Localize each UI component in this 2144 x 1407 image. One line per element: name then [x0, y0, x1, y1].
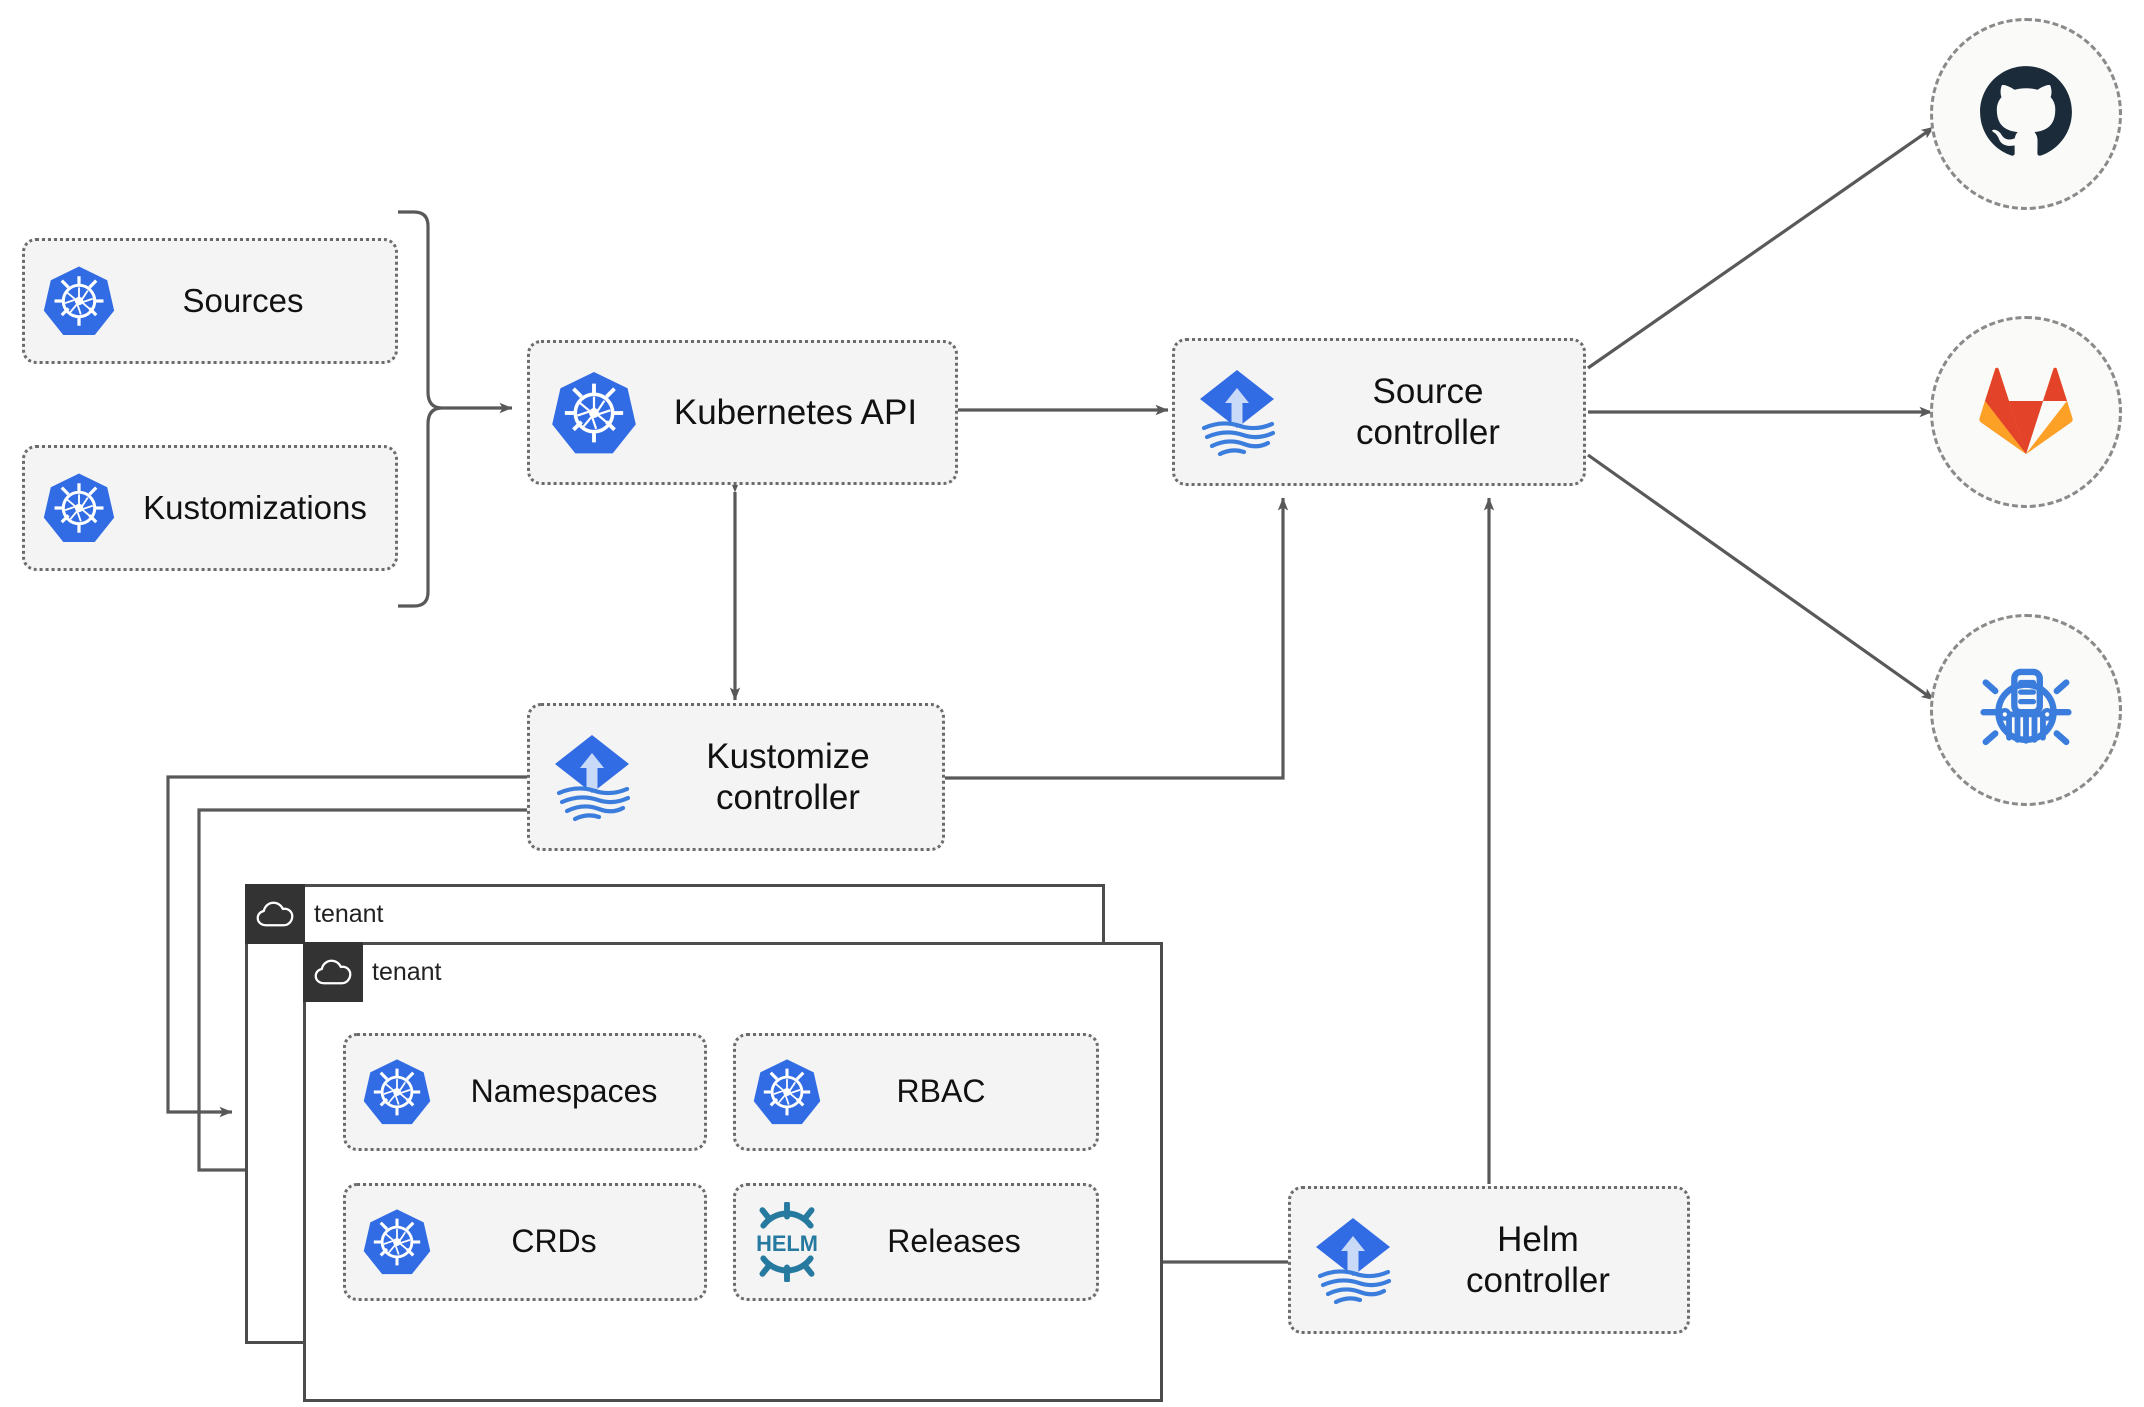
- tenant-label: tenant: [314, 899, 384, 928]
- cloud-icon: [303, 942, 363, 1002]
- node-label: Source controller: [1356, 371, 1500, 452]
- provider-github[interactable]: [1930, 18, 2122, 210]
- flux-bucket-icon: [1973, 655, 2079, 766]
- github-icon: [1976, 62, 2076, 167]
- edge-source-github: [1587, 125, 1935, 370]
- node-helm-controller[interactable]: Helm controller: [1288, 1186, 1690, 1334]
- edge-kustomize-source: [945, 497, 1289, 780]
- kubernetes-icon: [25, 264, 133, 338]
- helm-icon: HELM: [736, 1202, 838, 1282]
- flux-icon: [530, 731, 654, 823]
- provider-bucket[interactable]: [1930, 614, 2122, 806]
- node-releases[interactable]: HELM Releases: [733, 1183, 1099, 1301]
- gitlab-icon: [1977, 364, 2075, 461]
- kubernetes-icon: [530, 369, 658, 457]
- node-label: Helm controller: [1466, 1219, 1610, 1300]
- node-label: Kustomizations: [143, 488, 367, 526]
- node-kubernetes-api[interactable]: Kubernetes API: [527, 340, 958, 485]
- kubernetes-icon: [736, 1057, 838, 1127]
- flux-icon: [1175, 366, 1299, 458]
- node-rbac[interactable]: RBAC: [733, 1033, 1099, 1151]
- node-label: Namespaces: [470, 1073, 658, 1110]
- tenant-label: tenant: [372, 957, 442, 986]
- node-kustomizations[interactable]: Kustomizations: [22, 445, 398, 571]
- node-label: RBAC: [896, 1073, 986, 1110]
- node-crds[interactable]: CRDs: [343, 1183, 707, 1301]
- node-source-controller[interactable]: Source controller: [1172, 338, 1586, 486]
- provider-gitlab[interactable]: [1930, 316, 2122, 508]
- node-label: Sources: [182, 281, 304, 319]
- kubernetes-icon: [346, 1057, 448, 1127]
- node-sources[interactable]: Sources: [22, 238, 398, 364]
- kubernetes-icon: [25, 471, 133, 545]
- cloud-icon: [245, 884, 305, 944]
- node-label: Kustomize controller: [706, 736, 870, 817]
- node-kustomize-controller[interactable]: Kustomize controller: [527, 703, 945, 851]
- node-label: Kubernetes API: [673, 392, 918, 432]
- edge-source-bucket: [1587, 453, 1935, 702]
- group-bracket: [398, 210, 443, 608]
- svg-text:HELM: HELM: [756, 1231, 818, 1256]
- kubernetes-icon: [346, 1207, 448, 1277]
- node-label: Releases: [887, 1223, 1021, 1260]
- node-namespaces[interactable]: Namespaces: [343, 1033, 707, 1151]
- tenant-frame-front[interactable]: tenant: [303, 942, 1163, 1402]
- flux-icon: [1291, 1214, 1415, 1306]
- node-label: CRDs: [511, 1223, 597, 1260]
